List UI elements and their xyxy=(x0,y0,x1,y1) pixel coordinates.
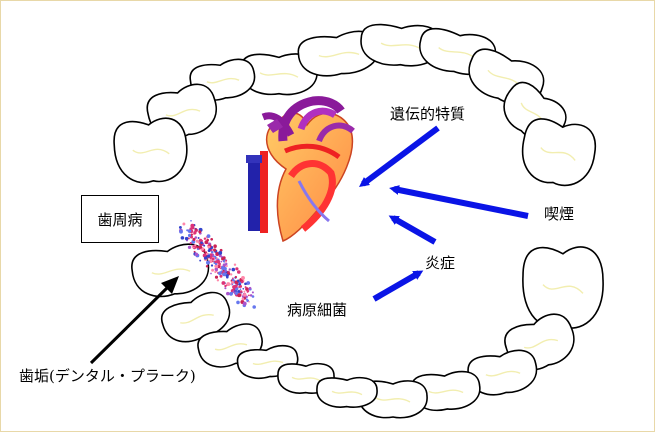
tooth-icon xyxy=(522,246,604,329)
tooth-icon xyxy=(160,291,231,343)
arrow-genetics xyxy=(358,125,440,187)
arrow-plaque xyxy=(89,282,173,365)
smoking-label: 喫煙 xyxy=(544,205,575,223)
periodontal-disease-box: 歯周病 xyxy=(81,195,159,243)
tooth-icon xyxy=(113,117,188,184)
arrow-smoking xyxy=(389,185,529,219)
tooth-icon xyxy=(522,118,597,187)
tooth-icon xyxy=(316,376,378,408)
tooth-icon xyxy=(410,370,481,412)
plaque-cluster-icon xyxy=(178,219,256,309)
tooth-icon xyxy=(467,349,538,396)
genetics-label: 遺伝的特質 xyxy=(390,105,466,123)
arrow-bacteria xyxy=(372,270,424,302)
inflammation-label: 炎症 xyxy=(425,254,456,272)
arrow-inflammation xyxy=(388,215,437,245)
tooth-icon xyxy=(131,243,210,298)
heart-icon xyxy=(246,96,355,243)
bacteria-label: 病原細菌 xyxy=(287,301,348,319)
arrow-plaque-head xyxy=(161,276,179,294)
periodontal-disease-label: 歯周病 xyxy=(97,210,143,229)
teeth-ring xyxy=(113,23,604,419)
plaque-label: 歯垢(デンタル・プラーク) xyxy=(19,367,196,385)
